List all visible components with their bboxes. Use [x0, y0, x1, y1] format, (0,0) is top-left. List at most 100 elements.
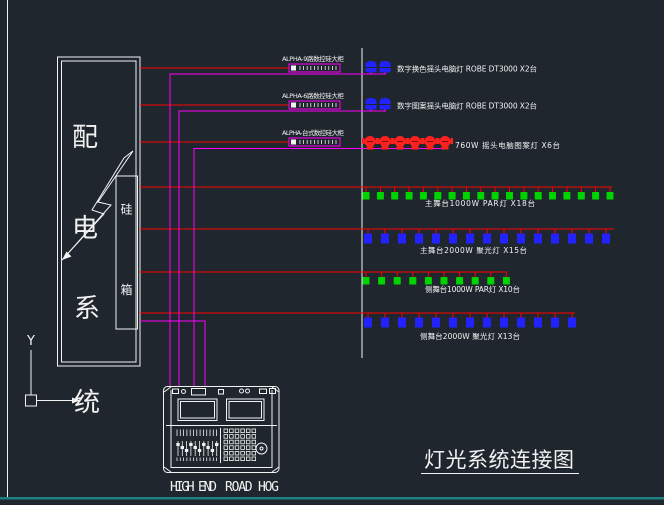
console-button: [223, 450, 228, 456]
spot-lamp-icon: [534, 233, 542, 244]
console-screen-right-inner: [228, 401, 262, 419]
lamp-yoke: [422, 138, 425, 144]
lamp-base: [426, 146, 434, 150]
dimmer-box-char-2: 箱: [120, 282, 132, 297]
par-lamp-icon: [471, 277, 479, 285]
console-button: [251, 428, 256, 433]
par-lamp-icon: [487, 277, 495, 285]
drawing-title: 灯光系统连接图: [424, 448, 574, 472]
rack-display-block: [291, 102, 296, 108]
console-button: [251, 456, 256, 461]
dmx-control-wires: [140, 73, 448, 386]
lamp-yoke: [405, 138, 408, 144]
row2-label: 数字图案摇头电脑灯 ROBE DT3000 X2台: [397, 101, 537, 111]
par-lamp-icon: [448, 192, 456, 200]
row3-label: 760W 摇头电脑图案灯 X6台: [455, 140, 560, 150]
row1-label: 数字换色摇头电脑灯 ROBE DT3000 X2台: [397, 64, 537, 74]
control-wire-3: [193, 148, 448, 386]
spot-lamp-icon: [364, 233, 372, 244]
par-lamp-icon: [549, 192, 556, 200]
lamp-base: [367, 70, 375, 73]
lighting-console: [163, 386, 280, 473]
par-lamp-icon: [462, 192, 470, 200]
console-screen-left: [177, 398, 218, 421]
power-distribution-panel: 配 电 系 统 硅 箱: [57, 56, 141, 418]
console-button: [223, 428, 228, 433]
lamp-base: [381, 146, 389, 150]
console-button: [234, 439, 240, 445]
console-button: [234, 450, 240, 456]
console-connector: [181, 389, 186, 394]
ucs-x-arrowhead: [72, 397, 80, 404]
lamp-base: [381, 107, 389, 110]
spot-lamp-icon: [517, 233, 525, 244]
par-lamp-icon: [391, 192, 399, 200]
row6-label: 侧舞台1000W PAR灯 X10台: [425, 284, 520, 294]
viewport-bottom-border: [0, 497, 664, 500]
console-connector: [269, 388, 276, 394]
lamp-yoke: [390, 138, 393, 144]
par-lamp-icon: [434, 192, 442, 200]
moving-head-lamp-icon: [379, 98, 391, 109]
console-button: [240, 450, 245, 456]
spot-lamp-icon: [568, 233, 576, 244]
control-wire-2: [178, 110, 386, 386]
spot-lamp-icon: [398, 233, 406, 244]
console-model-label: ROAD HOG: [225, 480, 279, 495]
console-connector: [218, 389, 224, 395]
console-button: [240, 428, 245, 433]
spot-lamp-icon: [466, 233, 474, 244]
console-fader-knob: [180, 446, 184, 449]
console-button: [223, 439, 228, 445]
console-button: [240, 434, 245, 439]
console-button: [240, 439, 245, 445]
console-button: [229, 445, 234, 450]
par-lamp-icon: [409, 277, 417, 285]
console-fader-knob: [202, 443, 206, 446]
lamp-yoke: [375, 138, 378, 144]
console-connector: [191, 388, 206, 396]
console-button: [245, 450, 251, 456]
spot-lamp-icon: [602, 233, 610, 244]
moving-head-lamp-icon: [365, 61, 377, 72]
par-lamp-icon: [456, 277, 464, 285]
par-lamp-icon: [520, 192, 528, 200]
console-screen-left-inner: [180, 401, 215, 419]
par-lamp-icon: [424, 277, 432, 285]
panel-outer-box: [57, 56, 141, 367]
par-lamp-icon: [506, 192, 513, 200]
console-button: [229, 439, 234, 445]
console-button: [223, 434, 228, 439]
lightning-bolt-arrowhead: [62, 251, 72, 260]
console-button: [245, 456, 251, 461]
par-lamp-icon: [419, 192, 427, 200]
console-button: [234, 445, 240, 450]
lamp-base: [366, 146, 374, 150]
lamp-yoke: [392, 138, 395, 144]
console-button: [251, 450, 256, 456]
console-button: [234, 428, 240, 433]
console-button: [240, 445, 245, 450]
spot-lamp-icon: [381, 317, 389, 328]
moving-head-lamp-icon: [379, 61, 391, 72]
fixture-row-5: [364, 229, 610, 244]
dimmer-cabinet-box: [115, 175, 138, 330]
spot-lamp-icon: [415, 233, 423, 244]
panel-char-3: 系: [74, 294, 100, 324]
dimmer-racks: ALPHA-9路数控硅大柜 ALPHA-6路数控硅大柜 ALPHA-台式数控硅大…: [282, 54, 345, 147]
panel-char-2: 电: [72, 214, 98, 244]
dimmer-box-char-1: 硅: [120, 203, 132, 217]
ucs-y-label: Y: [26, 334, 35, 349]
rack-display-block: [291, 139, 296, 145]
spot-lamp-icon: [415, 317, 423, 328]
console-button: [223, 445, 228, 450]
par-lamp-icon: [440, 277, 448, 285]
lamp-yoke: [362, 138, 365, 144]
spot-lamp-icon: [381, 233, 389, 244]
console-fader-knob: [210, 449, 215, 452]
ucs-icon: Y: [25, 334, 80, 407]
spot-lamp-icon: [432, 233, 440, 244]
console-button: [234, 434, 240, 439]
spot-lamp-icon: [568, 317, 576, 328]
